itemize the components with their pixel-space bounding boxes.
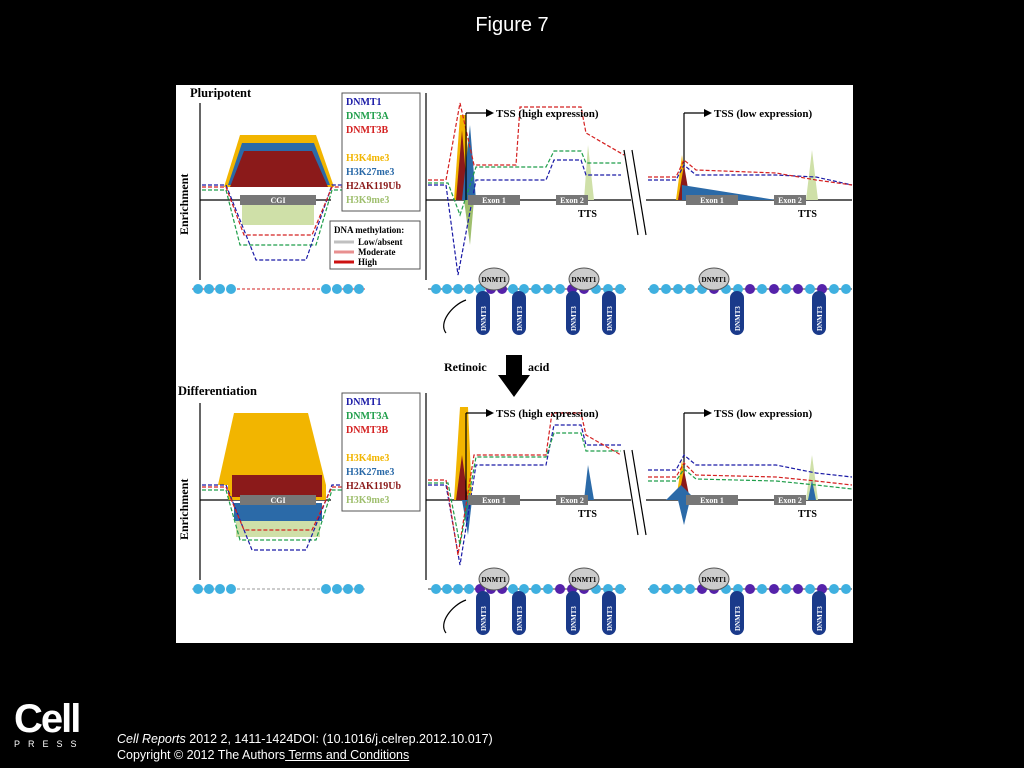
dnmt1-label: DNMT1: [572, 576, 597, 584]
figure-panel: Pluripotent Enrichment CGI DNMT1 DNMT3A …: [176, 85, 853, 643]
exon1-label: Exon 1: [482, 496, 506, 505]
dnmt3b-line: [202, 186, 356, 236]
citation-line: Cell Reports 2012 2, 1411-1424DOI: (10.1…: [117, 731, 493, 747]
legend-h3k9me3: H3K9me3: [346, 495, 389, 506]
tts-label: TTS: [578, 209, 597, 220]
tss-high-label: TSS (high expression): [496, 108, 599, 120]
axis-break-2: [631, 149, 647, 236]
journal-name: Cell Reports: [117, 732, 186, 746]
citation-details: 2012 2, 1411-1424DOI: (10.1016/j.celrep.…: [185, 732, 493, 746]
methylation-high: High: [358, 257, 377, 267]
exon2-box: [556, 195, 588, 205]
terms-link[interactable]: Terms and Conditions: [285, 748, 410, 762]
slide-title: Figure 7: [475, 14, 549, 36]
dnmt3a-line: [202, 189, 356, 246]
methylation-legend: DNA methylation: Low/absent Moderate Hig…: [334, 225, 404, 267]
exon2-label: Exon 2: [560, 496, 584, 505]
legend-h2ak119ub: H2AK119Ub: [346, 481, 401, 492]
methylation-low: Low/absent: [358, 237, 403, 247]
dnmt3-label: DNMT3: [734, 306, 742, 331]
dnmt3-label: DNMT3: [516, 306, 524, 331]
legend-h3k9me3: H3K9me3: [346, 195, 389, 206]
dnmt3-proteins-bottom: DNMT3 DNMT3 DNMT3 DNMT3 DNMT3 DNMT3: [476, 591, 826, 635]
cgi-dna-row: [192, 584, 366, 594]
cgi-label: CGI: [270, 496, 285, 505]
pluripotent-panel: Pluripotent Enrichment CGI DNMT1 DNMT3A …: [177, 86, 853, 335]
dnmt3-label: DNMT3: [606, 606, 614, 631]
copyright-line: Copyright © 2012 The Authors Terms and C…: [117, 747, 493, 763]
exon2-label-low: Exon 2: [778, 196, 802, 205]
legend-dnmt3b: DNMT3B: [346, 125, 389, 136]
transcript-arrow: [443, 299, 467, 334]
cgi-dna-row: [192, 284, 366, 294]
exon1-label: Exon 1: [482, 196, 506, 205]
panel-title-pluripotent: Pluripotent: [190, 86, 252, 100]
exon2-label-low: Exon 2: [778, 496, 802, 505]
cgi-box: [240, 195, 316, 205]
dnmt1-proteins-bottom: DNMT1 DNMT1 DNMT1: [478, 567, 730, 591]
tss-low-label: TSS (low expression): [714, 108, 813, 120]
dnmt3-label: DNMT3: [816, 306, 824, 331]
legend-box: [341, 92, 421, 212]
dnmt3-label: DNMT3: [570, 606, 578, 631]
legend-dnmt3a: DNMT3A: [346, 111, 390, 122]
differentiation-panel: Differentiation Enrichment CGI DNMT1 DNM…: [177, 384, 853, 635]
dnmt1-label: DNMT1: [572, 276, 597, 284]
enrichment-axis-label: Enrichment: [177, 174, 191, 235]
legend-dnmt3b: DNMT3B: [346, 425, 389, 436]
dnmt3-label: DNMT3: [516, 606, 524, 631]
retinoic-label: Retinoic: [444, 360, 487, 374]
dnmt3-label: DNMT3: [606, 306, 614, 331]
tss-low-label: TSS (low expression): [714, 408, 813, 420]
dnmt1-label: DNMT1: [702, 576, 727, 584]
dnmt1-label: DNMT1: [482, 276, 507, 284]
tss-high-label: TSS (high expression): [496, 408, 599, 420]
legend-list: DNMT1 DNMT3A DNMT3B H3K4me3 H3K27me3 H2A…: [346, 97, 401, 206]
legend-h3k4me3: H3K4me3: [346, 153, 389, 164]
panel-title-differentiation: Differentiation: [178, 384, 257, 398]
copyright-text: Copyright © 2012 The Authors: [117, 748, 286, 762]
acid-label: acid: [528, 360, 550, 374]
dnmt3-label: DNMT3: [816, 606, 824, 631]
methylation-moderate: Moderate: [358, 247, 395, 257]
legend-h2ak119ub: H2AK119Ub: [346, 181, 401, 192]
h2ak119ub-area: [230, 151, 328, 187]
logo-press-text: PRESS: [14, 739, 85, 749]
dnmt3-label: DNMT3: [734, 606, 742, 631]
legend-dnmt1: DNMT1: [346, 397, 382, 408]
legend-h3k27me3: H3K27me3: [346, 167, 394, 178]
dnmt1-label: DNMT1: [702, 276, 727, 284]
dnmt3-label: DNMT3: [480, 306, 488, 331]
dnmt3-label: DNMT3: [570, 306, 578, 331]
cell-press-logo[interactable]: Cell PRESS: [14, 697, 85, 751]
down-arrow-icon: [498, 355, 530, 397]
citation-block: Cell Reports 2012 2, 1411-1424DOI: (10.1…: [117, 731, 493, 763]
logo-cell-text: Cell: [14, 697, 81, 741]
dnmt1-label: DNMT1: [482, 576, 507, 584]
legend-dnmt1: DNMT1: [346, 97, 382, 108]
dnmt3-label: DNMT3: [480, 606, 488, 631]
exon1-label-low: Exon 1: [700, 196, 724, 205]
tts-label: TTS: [578, 509, 597, 520]
cgi-label: CGI: [270, 196, 285, 205]
transition-arrow: Retinoic acid: [444, 355, 550, 397]
enrichment-axis-label: Enrichment: [177, 479, 191, 540]
axis-break-1: [623, 149, 639, 236]
dnmt3-proteins-top: DNMT3 DNMT3 DNMT3 DNMT3 DNMT3 DNMT3: [476, 291, 826, 335]
tts-label-low: TTS: [798, 209, 817, 220]
methylation-title: DNA methylation:: [334, 225, 404, 235]
exon1-box: [468, 195, 520, 205]
tts-label-low: TTS: [798, 509, 817, 520]
exon2-label: Exon 2: [560, 196, 584, 205]
dnmt1-proteins-top: DNMT1 DNMT1 DNMT1: [478, 267, 730, 291]
legend-dnmt3a: DNMT3A: [346, 411, 390, 422]
dnmt1-line: [202, 184, 356, 261]
exon1-label-low: Exon 1: [700, 496, 724, 505]
methylation-legend-box: [329, 220, 421, 270]
legend-h3k27me3: H3K27me3: [346, 467, 394, 478]
legend-h3k4me3: H3K4me3: [346, 453, 389, 464]
